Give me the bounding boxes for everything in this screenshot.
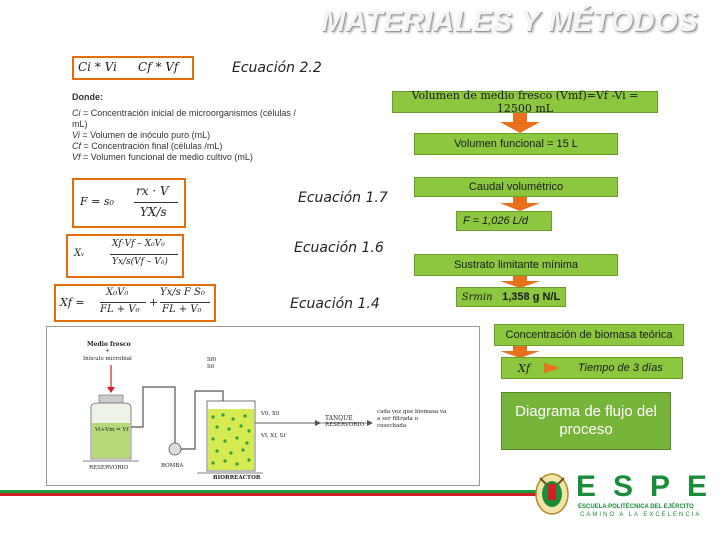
- legend: Donde: Ci = Concentración inicial de mic…: [72, 92, 302, 163]
- legend-item: Ci = Concentración inicial de microorgan…: [72, 108, 302, 130]
- logo-wordmark: ESPE: [576, 470, 720, 503]
- eq14-term1-denominator: FL + V₀: [100, 304, 140, 315]
- eq17-numerator: rx · V: [136, 184, 169, 198]
- eq16-lhs: Xᵥ: [74, 248, 85, 259]
- diagram-pump-label: BOMBA: [161, 463, 184, 469]
- flow-box-flow-rate-label: Caudal volumétrico: [414, 177, 618, 197]
- slide-title: MATERIALES Y MÉTODOS: [321, 6, 698, 38]
- diagram-bioreactor-state-1: V0, X0: [261, 411, 280, 417]
- process-flow-diagram-box: Diagrama de flujo del proceso: [501, 392, 671, 450]
- eq14-term2-denominator: FL + V₀: [162, 304, 202, 315]
- eq17-fraction-line: [134, 202, 178, 203]
- diagram-vessel-label: Vi+Vm = Vf: [95, 427, 129, 433]
- flow-box-biomass-time: Xf Tiempo de 3 días: [501, 357, 683, 379]
- process-diagram: Medio fresco + Inóculo microbial: [46, 326, 480, 486]
- flow-box-functional-volume-text: Volumen funcional = 15 L: [454, 138, 578, 150]
- eq14-term1-numerator: X₀V₀: [106, 287, 129, 298]
- flow-box-substrate-symbol: Srmin: [461, 291, 493, 303]
- legend-text: = Volumen de inóculo puro (mL): [82, 130, 211, 140]
- diagram-label-plus: +: [105, 348, 110, 354]
- eq22-rhs: Cf * Vf: [138, 60, 179, 74]
- diagram-label-inoculum: Inóculo microbial: [83, 356, 132, 362]
- logo-subtitle: ESCUELA POLITÉCNICA DEL EJÉRCITO: [578, 504, 694, 510]
- flow-box-substrate-value: 1,358 g N/L: [502, 291, 561, 303]
- legend-text: = Volumen funcional de medio cultivo (mL…: [83, 152, 253, 162]
- flow-box-fresh-medium-volume: Volumen de medio fresco (Vmf)=Vf -Vi = 1…: [392, 89, 658, 115]
- crest-icon: [535, 473, 569, 515]
- eq16-fraction-line: [110, 254, 178, 255]
- eq14-plus: +: [149, 296, 159, 309]
- diagram-reservoir-label: RESERVORIO: [89, 465, 129, 471]
- legend-heading: Donde:: [72, 92, 103, 102]
- flow-box-flow-rate-value: F = 1,026 L/d: [456, 211, 552, 231]
- legend-text: = Concentración final (células /mL): [83, 141, 223, 151]
- legend-item: Cf = Concentración final (células /mL): [72, 141, 302, 152]
- arrow-down-icon: [500, 197, 540, 211]
- diagram-feed-label-1: Sf0: [207, 357, 217, 363]
- arrow-down-icon: [500, 113, 540, 133]
- legend-symbol: Vf: [72, 152, 81, 162]
- diagram-tank-label-1: TANQUE: [325, 415, 353, 422]
- eq17-denominator: YX/s: [140, 205, 167, 219]
- diagram-bioreactor-state-2: Vf, Xf, Sf: [261, 433, 286, 439]
- eq17-lhs: F = s₀: [80, 195, 114, 208]
- equation-1-7-box: F = s₀ rx · V YX/s: [72, 178, 186, 228]
- flow-box-flow-rate-value-text: F = 1,026 L/d: [463, 215, 528, 227]
- equation-1-6-label: Ecuación 1.6: [294, 240, 384, 256]
- equation-1-4-box: Xf = X₀V₀ FL + V₀ + Yx/s F S₀ FL + V₀: [54, 284, 216, 322]
- legend-item: Vf = Volumen funcional de medio cultivo …: [72, 152, 302, 163]
- diagram-tank-label-2: RESERVORIO: [325, 422, 365, 428]
- arrow-down-icon: [500, 346, 540, 358]
- diagram-feed-label-2: S0: [207, 364, 215, 370]
- legend-symbol: Vi: [72, 130, 80, 140]
- eq14-term2-numerator: Yx/s F S₀: [160, 287, 205, 298]
- flow-box-functional-volume: Volumen funcional = 15 L: [414, 133, 618, 155]
- equation-2-2-box: Ci * Vi Cf * Vf: [72, 56, 194, 80]
- flow-box-biomass-symbol: Xf: [518, 361, 530, 375]
- legend-text: = Concentración inicial de microorganism…: [72, 108, 296, 129]
- diagram-label-fresh-medium: Medio fresco: [87, 341, 131, 348]
- diagram-bioreactor-label: BIORREACTOR: [213, 475, 261, 481]
- arrow-down-icon: [500, 276, 540, 288]
- flow-box-biomass-label: Concentración de biomasa teórica: [494, 324, 684, 346]
- flow-box-limiting-substrate-label: Sustrato limitante mínima: [414, 254, 618, 276]
- espe-logo: ESPE ESCUELA POLITÉCNICA DEL EJÉRCITO CA…: [532, 468, 712, 522]
- diagram-drawing: [83, 365, 373, 474]
- flow-box-limiting-substrate-value: Srmin 1,358 g N/L: [456, 287, 566, 307]
- equation-1-6-box: Xᵥ Xf·Vf – X₀V₀ Yx/s(Vf – V₀): [66, 234, 184, 278]
- diagram-note: cada vez que biomasa va a ser filtrada o…: [377, 409, 447, 429]
- legend-symbol: Ci: [72, 108, 81, 118]
- logo-motto: CAMINO A LA EXCELENCIA: [580, 512, 702, 518]
- arrow-right-icon: [543, 363, 560, 373]
- equation-1-4-label: Ecuación 1.4: [290, 296, 380, 312]
- equation-2-2-label: Ecuación 2.2: [232, 60, 322, 76]
- eq14-lhs: Xf =: [60, 296, 85, 309]
- eq14-term1-fraction-line: [100, 302, 146, 303]
- eq16-numerator: Xf·Vf – X₀V₀: [112, 239, 165, 249]
- legend-item: Vi = Volumen de inóculo puro (mL): [72, 130, 302, 141]
- footer-band-red: [0, 493, 540, 496]
- flow-box-biomass-time-text: Tiempo de 3 días: [577, 362, 663, 374]
- footer-band-green: [0, 490, 540, 493]
- eq14-term2-fraction-line: [160, 302, 210, 303]
- legend-symbol: Cf: [72, 141, 81, 151]
- eq22-lhs: Ci * Vi: [78, 60, 117, 74]
- eq16-denominator: Yx/s(Vf – V₀): [112, 257, 168, 267]
- equation-1-7-label: Ecuación 1.7: [298, 190, 388, 206]
